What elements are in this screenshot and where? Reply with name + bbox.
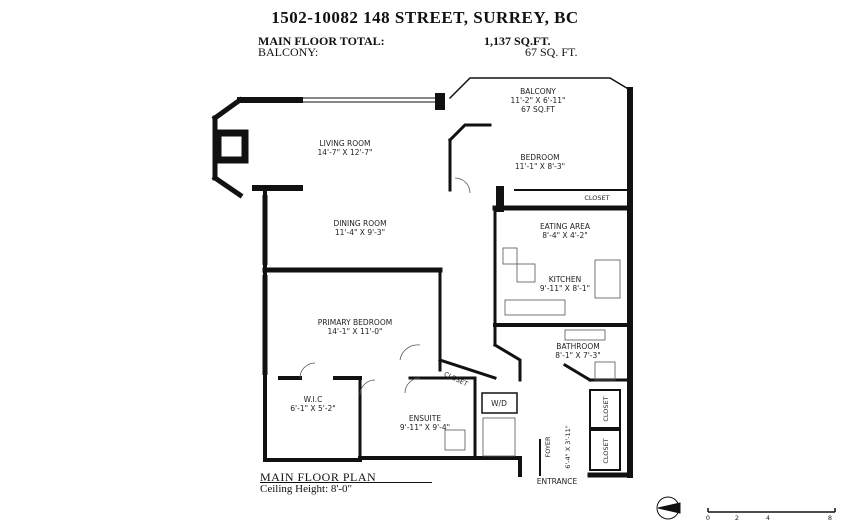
scale-bar xyxy=(707,508,836,513)
closet-right-2-label: CLOSET xyxy=(602,438,610,463)
closet-bedroom-label: CLOSET xyxy=(584,194,609,202)
walls xyxy=(211,77,633,478)
scale-tick-4: 4 xyxy=(766,514,770,522)
windows xyxy=(262,97,440,375)
balcony-area: 67 SQ.FT xyxy=(521,105,555,114)
closet-diagonal-label: CLOSET xyxy=(443,370,469,388)
primary-bedroom-name: PRIMARY BEDROOM xyxy=(318,318,392,327)
balcony-name: BALCONY xyxy=(520,87,556,96)
address-title: 1502-10082 148 STREET, SURREY, BC xyxy=(271,8,579,27)
plan-title: MAIN FLOOR PLAN xyxy=(260,470,377,484)
wd-label: W/D xyxy=(491,399,507,408)
bathroom-dims: 8'-1" X 7'-3" xyxy=(555,351,600,360)
dining-room-name: DINING ROOM xyxy=(333,219,386,228)
fireplace xyxy=(214,129,249,164)
bathroom-name: BATHROOM xyxy=(556,342,599,351)
scale-tick-2: 2 xyxy=(735,514,739,522)
scale-tick-8: 8 xyxy=(828,514,832,522)
balcony-value: 67 SQ. FT. xyxy=(525,45,578,59)
entrance-label: ENTRANCE xyxy=(537,477,578,486)
primary-bedroom-dims: 14'-1" X 11'-0" xyxy=(328,327,383,336)
plan-title-underline xyxy=(260,482,432,483)
living-room-name: LIVING ROOM xyxy=(319,139,370,148)
foyer-dims: 6'-4" X 3'-11" xyxy=(564,425,572,469)
scale-tick-0: 0 xyxy=(706,514,710,522)
dining-room-dims: 11'-4" X 9'-3" xyxy=(335,228,385,237)
main-floor-value: 1,137 SQ.FT. xyxy=(484,34,551,48)
kitchen-dims: 9'-11" X 8'-1" xyxy=(540,284,590,293)
wic-dims: 6'-1" X 5'-2" xyxy=(290,404,335,413)
eating-area-name: EATING AREA xyxy=(540,222,591,231)
closet-right-1-label: CLOSET xyxy=(602,396,610,421)
foyer-name: FOYER xyxy=(544,436,552,458)
kitchen-name: KITCHEN xyxy=(549,275,582,284)
wic-name: W.I.C xyxy=(304,395,323,404)
door-swings xyxy=(299,177,471,396)
balcony-dims: 11'-2" X 6'-11" xyxy=(511,96,566,105)
balcony-label: BALCONY: xyxy=(258,45,319,59)
eating-area-dims: 8'-4" X 4'-2" xyxy=(542,231,587,240)
living-room-dims: 14'-7" X 12'-7" xyxy=(318,148,373,157)
ensuite-name: ENSUITE xyxy=(409,414,441,423)
kitchen-fixtures xyxy=(444,247,621,457)
bedroom-dims: 11'-1" X 8'-3" xyxy=(515,162,565,171)
compass-icon xyxy=(656,496,681,520)
main-floor-label: MAIN FLOOR TOTAL: xyxy=(258,34,385,48)
ensuite-dims: 9'-11" X 9'-4" xyxy=(400,423,450,432)
ceiling-height: Ceiling Height: 8'-0" xyxy=(260,483,353,495)
bedroom-name: BEDROOM xyxy=(520,153,559,162)
